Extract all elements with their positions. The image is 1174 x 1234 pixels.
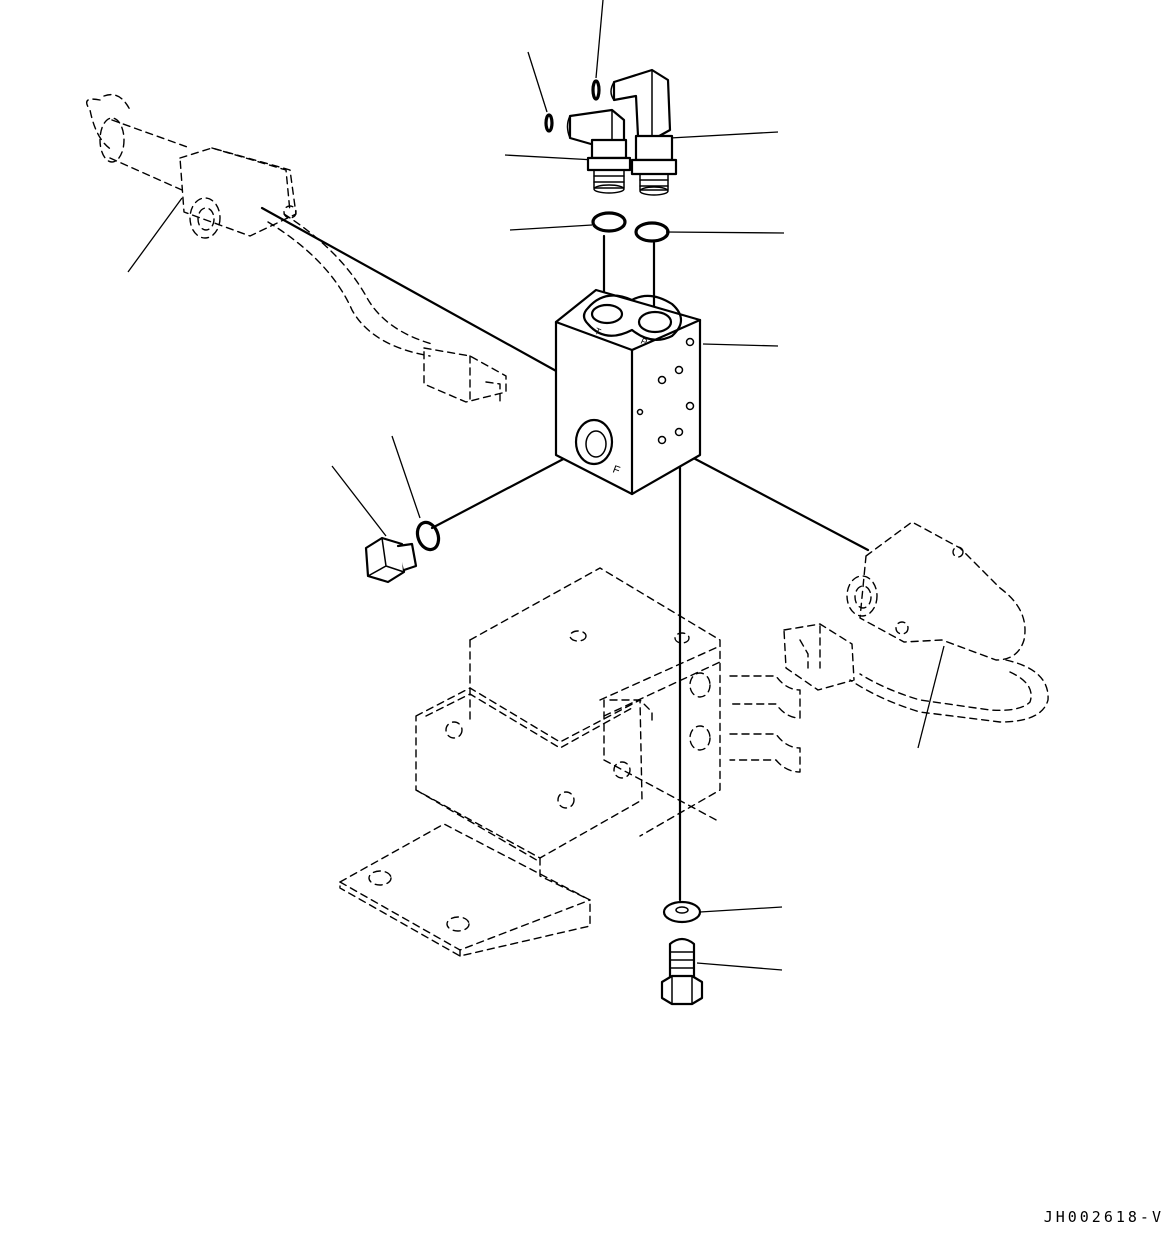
leader-line <box>504 154 596 161</box>
o-ring-port-p <box>634 221 670 243</box>
leader-line <box>696 962 783 971</box>
o-ring-port-f <box>415 520 441 552</box>
leader-line <box>527 51 548 113</box>
right-solenoid-valve <box>783 521 1049 723</box>
axis-line <box>260 206 560 374</box>
leader-line <box>702 343 779 347</box>
left-solenoid-valve <box>86 93 507 403</box>
leader-line <box>391 435 421 519</box>
pressure-switch <box>610 68 678 196</box>
leader-line <box>665 231 785 234</box>
leader-line <box>127 197 183 273</box>
right-solenoid-port <box>846 575 878 617</box>
left-solenoid-port <box>189 197 221 239</box>
port-t <box>590 303 624 325</box>
o-ring-small <box>591 79 601 101</box>
washer <box>662 900 702 924</box>
leader-line <box>509 224 593 231</box>
o-ring-port-t <box>591 211 627 233</box>
leader-line <box>699 906 783 913</box>
port-label-p: P <box>639 336 649 348</box>
leader-line <box>917 645 945 749</box>
elbow-adapter <box>566 108 632 194</box>
small-o-rings <box>544 79 601 133</box>
axis-line <box>680 450 870 552</box>
leader-line <box>331 465 387 537</box>
plug <box>364 536 418 584</box>
o-ring-small <box>544 113 554 133</box>
drawing-code: JH002618-V <box>1043 1208 1164 1226</box>
bolt <box>660 937 704 1006</box>
leader-line <box>669 131 779 139</box>
leader-line <box>595 0 604 79</box>
port-label-t: T <box>593 326 603 338</box>
mounting-bracket <box>339 567 801 957</box>
port-label-f: F <box>611 464 622 478</box>
port-f <box>574 418 614 466</box>
port-p <box>637 310 673 334</box>
leader-lines <box>127 0 945 971</box>
valve-block: T P F <box>554 288 702 496</box>
port-o-rings <box>591 211 670 243</box>
